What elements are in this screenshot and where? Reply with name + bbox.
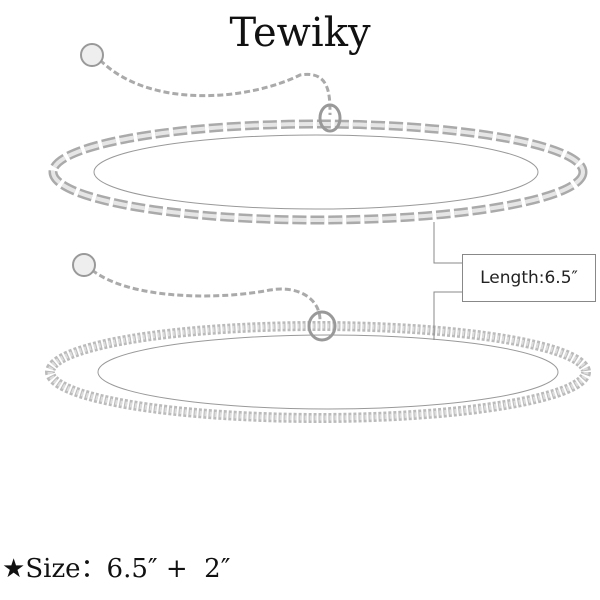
clasp-icon xyxy=(318,103,342,133)
top-bracelet xyxy=(48,43,588,225)
bottom-bracelet xyxy=(45,253,591,423)
length-label: Length:6.5″ xyxy=(462,254,596,302)
charm-icon xyxy=(72,253,96,277)
charm-icon xyxy=(80,43,104,67)
size-text: ★Size：6.5″ + 2″ xyxy=(2,548,230,585)
brand-logo: Tewiky xyxy=(229,10,371,56)
callout-line xyxy=(433,222,462,264)
clasp-icon xyxy=(307,310,337,342)
size-value: 6.5″ + 2″ xyxy=(106,554,231,584)
size-label: Size： xyxy=(25,554,107,584)
star-icon: ★ xyxy=(2,554,26,584)
callout-line xyxy=(433,291,462,340)
